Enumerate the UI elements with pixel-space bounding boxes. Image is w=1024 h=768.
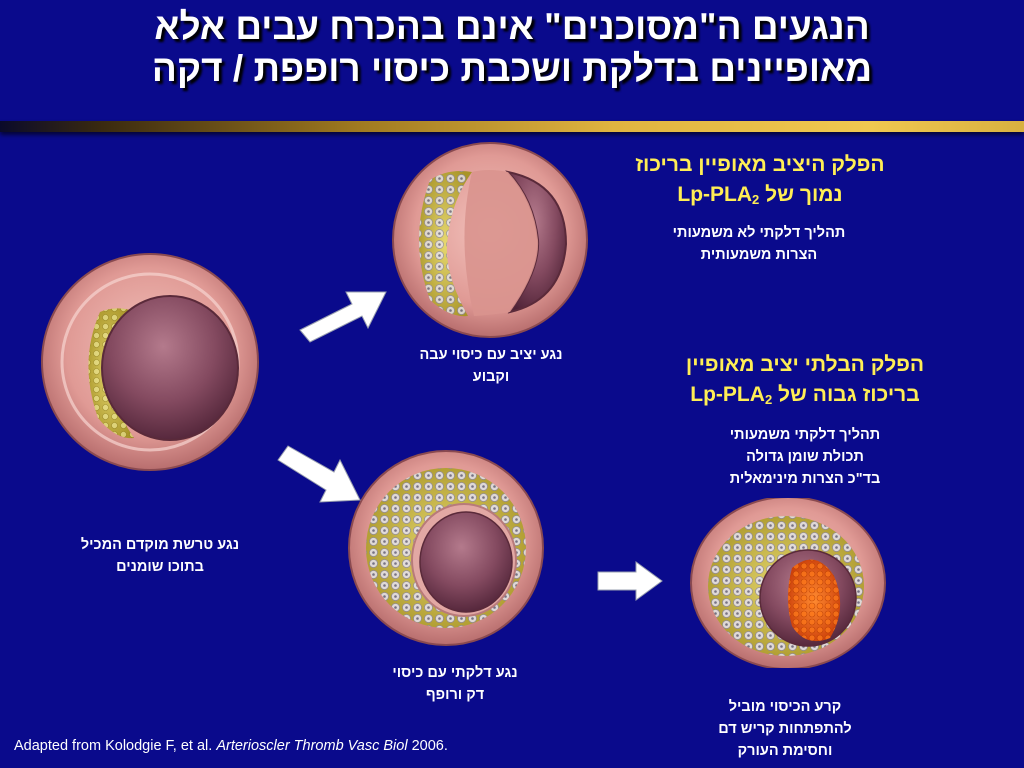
stable-plaque-details: תהליך דלקתי לא משמעותי הצרות משמעותית xyxy=(604,222,914,266)
rupture-caption: קרע הכיסוי מוביל להתפתחות קריש דם וחסימת… xyxy=(718,699,852,759)
stable-detail-line-1: תהליך דלקתי לא משמעותי xyxy=(672,225,846,241)
stable-plaque-heading: הפלק היציב מאופיין בריכוז נמוך של Lp-PLA… xyxy=(582,150,938,215)
early-lesion-caption: נגע טרשת מוקדם המכיל בתוכו שומנים xyxy=(80,537,240,575)
source-citation: Adapted from Kolodgie F, et al. Arterios… xyxy=(14,738,448,754)
unstable-detail-line-3: בד"כ הצרות מינימאלית xyxy=(729,471,881,487)
page-title: הנגעים ה"מסוכנים" אינם בהכרח עבים אלא מא… xyxy=(60,6,964,90)
ruptured-lesion-vessel xyxy=(690,498,886,668)
unstable-heading-line-1: הפלק הבלתי יציב מאופיין xyxy=(685,353,925,376)
unstable-plaque-details: תהליך דלקתי משמעותי תכולת שומן גדולה בד"… xyxy=(650,424,960,490)
stable-heading-line-2: נמוך של Lp-PLA2 xyxy=(677,183,843,207)
arrow-up-right-icon xyxy=(299,291,387,343)
unstable-plaque-heading: הפלק הבלתי יציב מאופיין בריכוז גבוה של L… xyxy=(620,350,990,415)
inflamed-lesion-caption: נגע דלקתי עם כיסוי דק ורופף xyxy=(392,665,518,703)
arrow-down-right-icon xyxy=(277,445,361,503)
arrow-right-icon xyxy=(597,561,663,601)
inflamed-lesion-vessel xyxy=(348,450,544,646)
stable-lesion-vessel xyxy=(392,142,588,338)
title-divider xyxy=(0,121,1024,132)
stable-heading-line-1: הפלק היציב מאופיין בריכוז xyxy=(635,153,885,176)
unstable-detail-line-1: תהליך דלקתי משמעותי xyxy=(729,427,881,443)
unstable-detail-line-2: תכולת שומן גדולה xyxy=(746,449,864,465)
stable-detail-line-2: הצרות משמעותית xyxy=(700,247,818,263)
title-line-2: מאופיינים בדלקת ושכבת כיסוי רופפת / דקה xyxy=(151,48,873,89)
unstable-heading-line-2: בריכוז גבוה של Lp-PLA2 xyxy=(690,383,920,407)
title-line-1: הנגעים ה"מסוכנים" אינם בהכרח עבים אלא xyxy=(154,6,870,47)
stable-lesion-caption: נגע יציב עם כיסוי עבה וקבוע xyxy=(419,347,563,385)
early-lesion-vessel xyxy=(41,253,259,471)
